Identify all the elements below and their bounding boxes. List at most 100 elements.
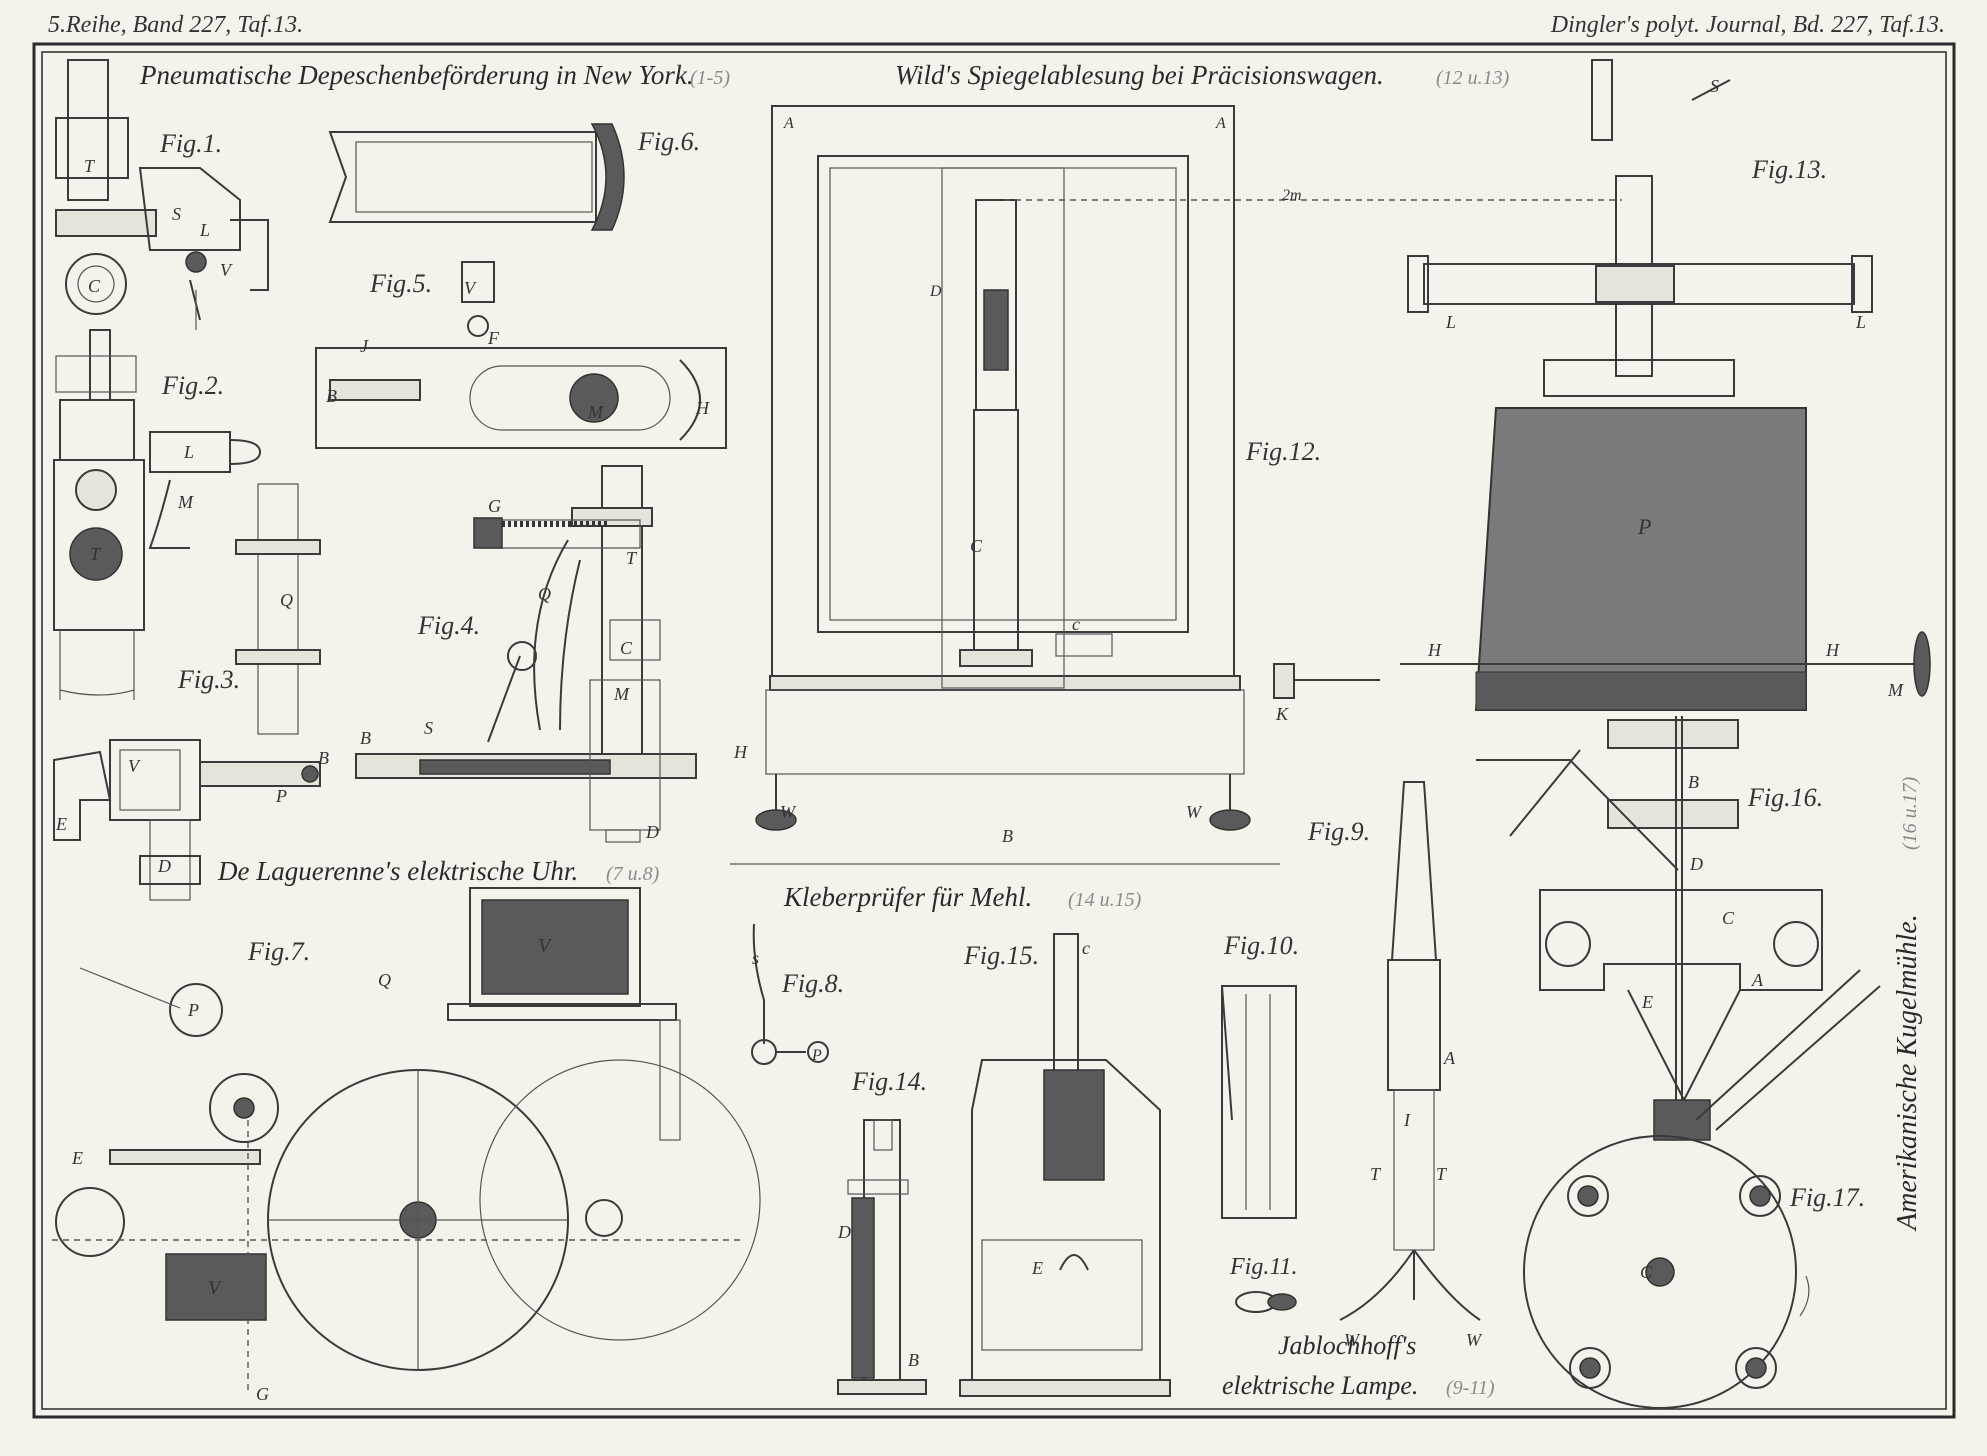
figure-4-drawing xyxy=(355,465,697,843)
title-laguerenne-range: (7 u.8) xyxy=(606,863,660,885)
fig12-label-W1: W xyxy=(780,802,797,822)
fig13-label-S: S xyxy=(1710,76,1719,96)
title-wild: Wild's Spiegelablesung bei Präcisionswag… xyxy=(895,60,1384,90)
figure-15-drawing xyxy=(959,933,1171,1397)
fig12-label-K: K xyxy=(1275,704,1289,724)
figure-9-drawing xyxy=(1339,781,1481,1321)
figure-12-drawing xyxy=(730,105,1622,865)
fig8-label-P: P xyxy=(811,1047,822,1064)
header-left: 5.Reihe, Band 227, Taf.13. xyxy=(48,12,304,38)
fig-13-label: Fig.13. xyxy=(1751,155,1827,184)
fig3-label-E: E xyxy=(55,814,67,834)
header-right: Dingler's polyt. Journal, Bd. 227, Taf.1… xyxy=(1550,12,1945,38)
fig-16-label: Fig.16. xyxy=(1747,783,1823,812)
inner-frame xyxy=(41,51,1947,1410)
fig2-label-L: L xyxy=(183,442,194,462)
fig4-label-S: S xyxy=(424,718,433,738)
fig12-label-B: B xyxy=(1002,826,1013,846)
fig3-label-Q: Q xyxy=(280,590,293,610)
fig17-label-C: C xyxy=(1640,1262,1653,1282)
fig-12-label: Fig.12. xyxy=(1245,437,1321,466)
fig3-label-D: D xyxy=(157,856,171,876)
fig7-label-V2: V xyxy=(208,1277,223,1299)
fig-1-label: Fig.1. xyxy=(159,129,222,158)
fig5-label-B: B xyxy=(326,386,337,406)
title-jablochkoff-range: (9-11) xyxy=(1446,1377,1495,1399)
fig-7-label: Fig.7. xyxy=(247,937,310,966)
title-kleber-range: (14 u.15) xyxy=(1068,889,1142,911)
title-laguerenne: De Laguerenne's elektrische Uhr. xyxy=(217,856,578,886)
fig-11-label: Fig.11. xyxy=(1229,1254,1298,1280)
fig5-label-M: M xyxy=(587,402,604,422)
outer-frame xyxy=(32,42,1956,1419)
fig5-label-F: F xyxy=(487,328,500,348)
fig3-label-B: B xyxy=(318,748,329,768)
fig-3-label: Fig.3. xyxy=(177,665,240,694)
fig9-label-I: I xyxy=(1403,1110,1411,1130)
figure-8-drawing xyxy=(751,923,829,1065)
fig12-label-D: D xyxy=(929,283,942,300)
fig7-label-Q: Q xyxy=(378,970,391,990)
title-jablochkoff-1: Jablochhoff's xyxy=(1278,1331,1416,1360)
fig-10-label: Fig.10. xyxy=(1223,931,1299,960)
fig5-label-J: J xyxy=(360,336,369,356)
fig-17-label: Fig.17. xyxy=(1789,1183,1865,1212)
fig14-label-B: B xyxy=(908,1350,919,1370)
fig7-label-G: G xyxy=(256,1384,269,1404)
fig9-label-A: A xyxy=(1443,1048,1456,1068)
fig2-label-M: M xyxy=(177,492,194,512)
fig13-label-L1: L xyxy=(1445,312,1456,332)
fig8-label-s: s xyxy=(752,948,759,968)
title-kugelmuehle-group: Amerikanische Kugelmühle. (16 u.17) xyxy=(1892,776,1923,1232)
title-pneumatic: Pneumatische Depeschenbeförderung in New… xyxy=(139,60,694,90)
title-kugelmuehle-range: (16 u.17) xyxy=(1899,776,1921,850)
figure-6-drawing xyxy=(328,123,625,231)
fig4-label-D: D xyxy=(645,822,659,842)
fig15-label-E: E xyxy=(1031,1258,1043,1278)
fig5-label-V: V xyxy=(464,278,477,298)
fig-4-label: Fig.4. xyxy=(417,611,480,640)
fig16-label-C: C xyxy=(1722,908,1735,928)
fig13-label-H1: H xyxy=(1427,640,1442,660)
fig1-label-V: V xyxy=(220,260,233,280)
fig4-label-H: H xyxy=(733,742,748,762)
figure-3-drawing xyxy=(53,483,321,901)
fig2-label-T: T xyxy=(90,544,102,564)
fig13-label-H2: H xyxy=(1825,640,1840,660)
title-kleber: Kleberprüfer für Mehl. xyxy=(783,882,1032,912)
fig5-label-H: H xyxy=(695,398,710,418)
fig-5-label: Fig.5. xyxy=(369,269,432,298)
fig16-label-D: D xyxy=(1689,854,1703,874)
fig3-label-P: P xyxy=(275,786,287,806)
fig12-label-A1: A xyxy=(783,115,794,132)
figure-17-drawing xyxy=(1523,1135,1810,1409)
title-kugelmuehle: Amerikanische Kugelmühle. xyxy=(1892,914,1923,1232)
title-pneumatic-range: (1-5) xyxy=(690,67,730,89)
figure-7-drawing xyxy=(52,887,761,1390)
fig12-label-C: C xyxy=(970,536,983,556)
fig1-label-L: L xyxy=(199,220,210,240)
fig1-label-C: C xyxy=(88,276,101,296)
fig1-label-S: S xyxy=(172,204,181,224)
fig9-label-T1: T xyxy=(1370,1164,1382,1184)
fig12-label-A2: A xyxy=(1215,115,1226,132)
fig15-label-c: c xyxy=(1082,938,1090,958)
fig12-label-dist: 2m xyxy=(1282,187,1302,204)
fig-6-label: Fig.6. xyxy=(637,127,700,156)
fig13-label-M: M xyxy=(1887,680,1904,700)
figure-5-drawing xyxy=(315,261,727,449)
fig4-label-B: B xyxy=(360,728,371,748)
fig13-label-P: P xyxy=(1637,514,1651,539)
figure-1-drawing xyxy=(55,59,269,330)
title-jablochkoff-2: elektrische Lampe. xyxy=(1222,1371,1418,1400)
fig4-label-G: G xyxy=(488,496,501,516)
fig3-label-V: V xyxy=(128,756,141,776)
fig7-label-V: V xyxy=(538,935,553,957)
fig12-label-W2: W xyxy=(1186,802,1203,822)
figure-11-drawing xyxy=(1235,1291,1297,1313)
fig9-label-W2: W xyxy=(1466,1330,1483,1350)
fig7-label-P: P xyxy=(187,1000,199,1020)
fig14-label-D: D xyxy=(837,1222,851,1242)
fig16-label-B: B xyxy=(1688,772,1699,792)
